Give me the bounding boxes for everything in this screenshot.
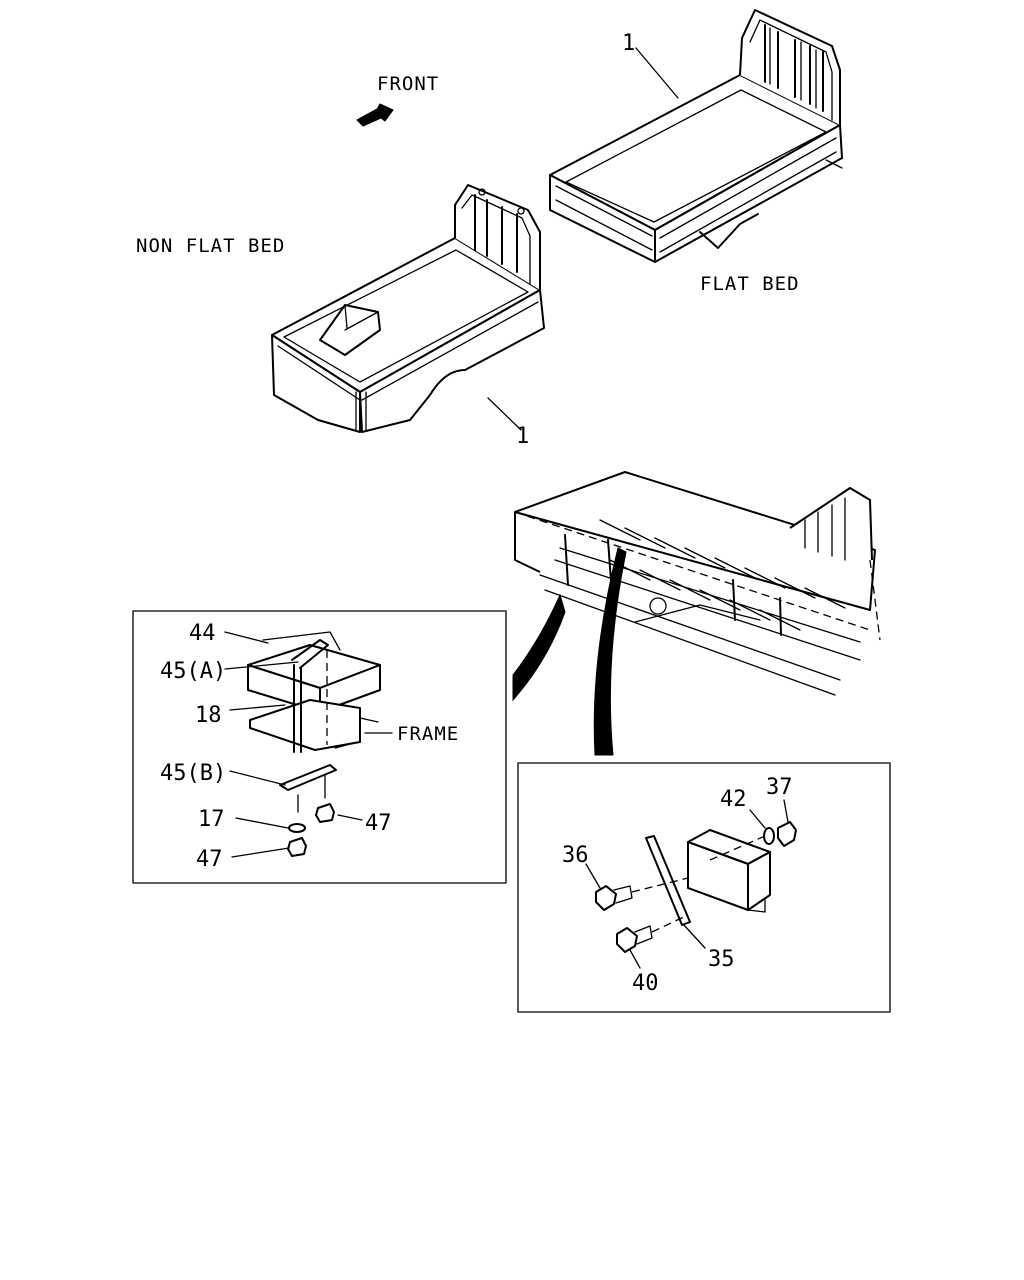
front-indicator: FRONT — [356, 73, 439, 127]
non-flat-bed-label: NON FLAT BED — [136, 235, 285, 257]
non-flat-bed-callout-1: 1 — [516, 424, 529, 449]
callout-40: 40 — [632, 971, 659, 996]
callout-44: 44 — [189, 621, 216, 646]
front-arrow-icon — [356, 103, 394, 127]
callout-36: 36 — [562, 843, 589, 868]
chassis-illustration — [512, 471, 881, 756]
flat-bed-label: FLAT BED — [700, 273, 800, 295]
front-label: FRONT — [377, 73, 439, 95]
callout-45a: 45(A) — [160, 659, 226, 684]
frame-label: FRAME — [397, 723, 459, 745]
callout-17: 17 — [198, 807, 225, 832]
flat-bed-callout-1: 1 — [622, 31, 635, 56]
flat-bed-illustration: 1 FLAT BED — [549, 9, 843, 295]
callout-42: 42 — [720, 787, 747, 812]
callout-47-left: 47 — [196, 847, 223, 872]
callout-18: 18 — [195, 703, 222, 728]
detail-box-bed-mount: 44 45(A) 18 45(B) 17 47 47 FRAME — [132, 610, 507, 884]
callout-45b: 45(B) — [160, 761, 226, 786]
callout-37: 37 — [766, 775, 793, 800]
non-flat-bed-illustration: NON FLAT BED 1 — [136, 184, 545, 449]
callout-47-right: 47 — [365, 811, 392, 836]
detail-box-bracket-mount: 42 37 36 35 40 — [517, 762, 891, 1013]
callout-35: 35 — [708, 947, 735, 972]
